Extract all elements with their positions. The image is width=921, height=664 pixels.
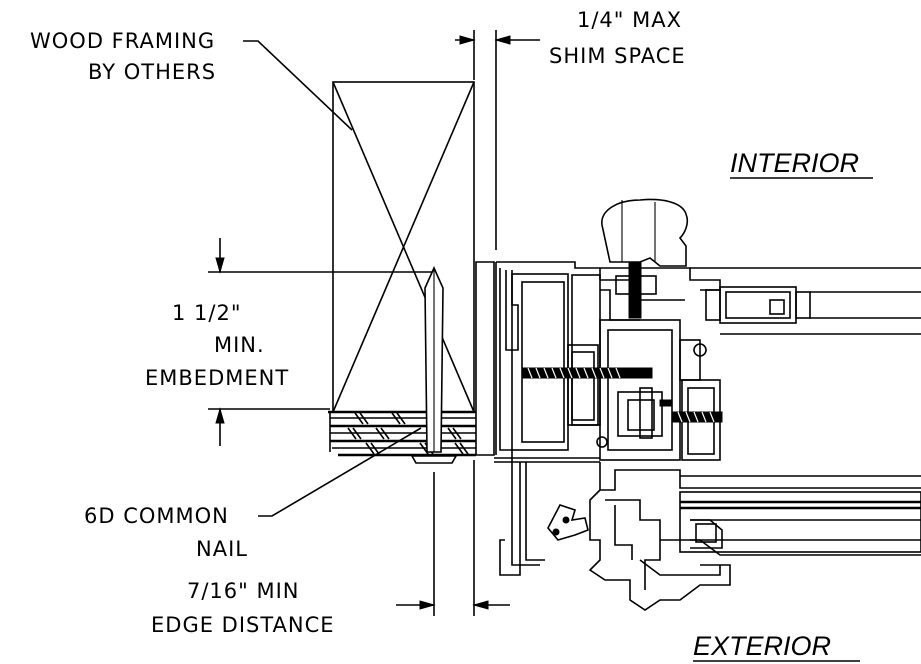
weatherstrip-detail — [547, 343, 707, 541]
shim-space-label-line2: SHIM SPACE — [549, 44, 686, 68]
nail-label-line2: NAIL — [196, 537, 248, 561]
edge-distance-dimension — [396, 460, 510, 616]
common-nail — [410, 266, 458, 464]
nail-label-line1: 6D COMMON — [84, 504, 229, 528]
nailing-fin — [475, 261, 495, 456]
interior-label: INTERIOR — [730, 148, 859, 178]
shim-space-label-line1: 1/4" MAX — [577, 8, 682, 32]
wood-framing-leader — [243, 40, 353, 131]
embedment-label-line3: EMBEDMENT — [145, 366, 289, 390]
embedment-label-line1: 1 1/2" — [172, 301, 242, 325]
nail-leader — [258, 427, 422, 517]
wood-framing-label-line1: WOOD FRAMING — [30, 29, 215, 53]
shim-space — [455, 30, 540, 250]
sill-plate-layers — [328, 410, 476, 457]
sash-lock-hardware — [601, 198, 689, 319]
embedment-label-line2: MIN. — [214, 333, 265, 357]
window-frame-extrusion — [494, 261, 921, 611]
edge-distance-label-line2: EDGE DISTANCE — [151, 613, 335, 637]
frame-screw-upper — [521, 367, 653, 379]
wood-framing-block — [332, 81, 475, 413]
exterior-label: EXTERIOR — [693, 631, 831, 661]
frame-screw-lower — [671, 411, 723, 423]
embedment-dimension — [208, 238, 432, 446]
wood-framing-label-line2: BY OTHERS — [88, 60, 216, 84]
edge-distance-label-line1: 7/16" MIN — [187, 579, 300, 603]
